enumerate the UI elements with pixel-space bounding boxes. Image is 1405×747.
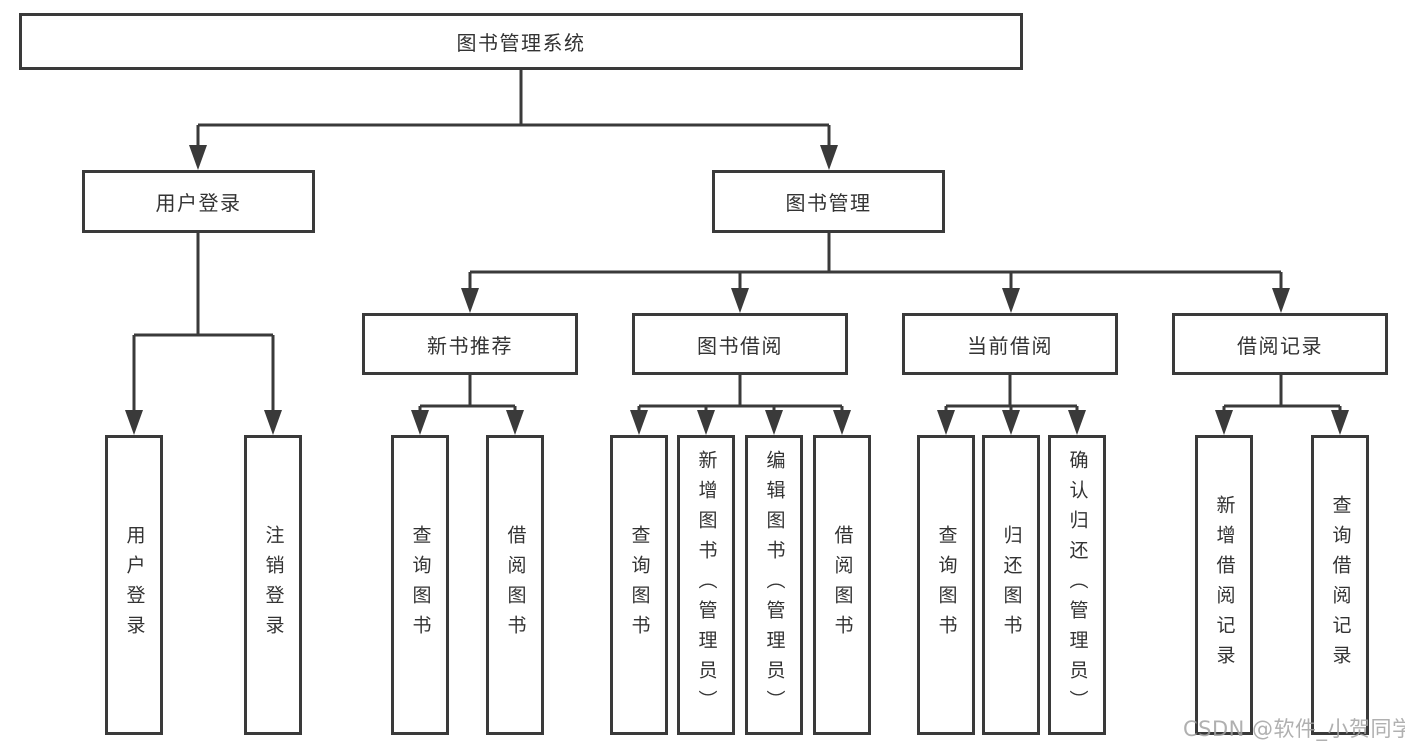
node-book-borrowing: 图书借阅	[632, 313, 848, 375]
node-label: 用户登录	[123, 525, 146, 645]
node-label: 借阅图书	[504, 525, 527, 645]
node-query-borrow-record: 查询借阅记录	[1311, 435, 1369, 735]
arrow-icon	[1331, 410, 1349, 435]
node-confirm-return-admin: 确认归还（管理员）	[1048, 435, 1106, 735]
node-label: 当前借阅	[967, 333, 1053, 358]
arrow-icon	[630, 410, 648, 435]
node-label: 图书管理系统	[456, 31, 586, 55]
connector-new-book	[418, 375, 517, 414]
arrow-icon	[125, 410, 143, 435]
node-label: 新增图书（管理员）	[695, 450, 718, 720]
arrow-icon	[1002, 410, 1020, 435]
connector-book-borrow	[637, 375, 844, 414]
arrow-icon	[264, 410, 282, 435]
watermark: CSDN @软件_小贺同学	[1183, 717, 1405, 741]
node-borrowing-records: 借阅记录	[1172, 313, 1388, 375]
node-label: 查询图书	[628, 525, 651, 645]
arrow-icon	[731, 288, 749, 313]
node-add-borrow-record: 新增借阅记录	[1195, 435, 1253, 735]
connector-user-login	[132, 233, 275, 414]
node-library-management-system: 图书管理系统	[19, 13, 1023, 70]
arrow-icon	[1272, 288, 1290, 313]
arrow-icon	[697, 410, 715, 435]
arrow-icon	[833, 410, 851, 435]
node-label: 查询图书	[409, 525, 432, 645]
node-label: 归还图书	[1000, 525, 1023, 645]
node-borrow-books: 借阅图书	[813, 435, 871, 735]
arrow-icon	[506, 410, 524, 435]
connector-root	[196, 69, 831, 150]
node-query-books-borrow: 查询图书	[610, 435, 668, 735]
node-label: 图书管理	[785, 191, 872, 215]
node-current-borrowing: 当前借阅	[902, 313, 1118, 375]
connector-borrow-records	[1222, 375, 1342, 414]
node-label: 查询图书	[935, 525, 958, 645]
node-logout: 注销登录	[244, 435, 302, 735]
node-label: 编辑图书（管理员）	[763, 450, 786, 720]
node-label: 图书借阅	[697, 333, 783, 358]
arrow-icon	[411, 410, 429, 435]
connector-book-mgmt	[468, 233, 1283, 292]
arrow-icon	[1002, 288, 1020, 313]
arrow-icon	[765, 410, 783, 435]
node-query-books-current: 查询图书	[917, 435, 975, 735]
node-user-login-group: 用户登录	[82, 170, 315, 233]
node-label: 新增借阅记录	[1213, 495, 1236, 675]
node-return-books: 归还图书	[982, 435, 1040, 735]
node-label: 查询借阅记录	[1329, 495, 1352, 675]
arrow-icon	[820, 145, 838, 170]
node-query-books-recommend: 查询图书	[391, 435, 449, 735]
node-label: 借阅图书	[831, 525, 854, 645]
arrow-icon	[1068, 410, 1086, 435]
node-label: 借阅记录	[1237, 333, 1323, 358]
node-label: 用户登录	[155, 191, 242, 215]
connector-current-borrow	[944, 375, 1079, 414]
node-edit-books-admin: 编辑图书（管理员）	[745, 435, 803, 735]
node-add-books-admin: 新增图书（管理员）	[677, 435, 735, 735]
node-label: 确认归还（管理员）	[1066, 450, 1089, 720]
node-label: 注销登录	[262, 525, 285, 645]
node-label: 新书推荐	[427, 333, 513, 358]
node-book-management: 图书管理	[712, 170, 945, 233]
node-user-login: 用户登录	[105, 435, 163, 735]
arrow-icon	[189, 145, 207, 170]
node-borrow-books-recommend: 借阅图书	[486, 435, 544, 735]
arrow-icon	[461, 288, 479, 313]
arrow-icon	[1215, 410, 1233, 435]
node-new-book-recommend: 新书推荐	[362, 313, 578, 375]
arrow-icon	[937, 410, 955, 435]
